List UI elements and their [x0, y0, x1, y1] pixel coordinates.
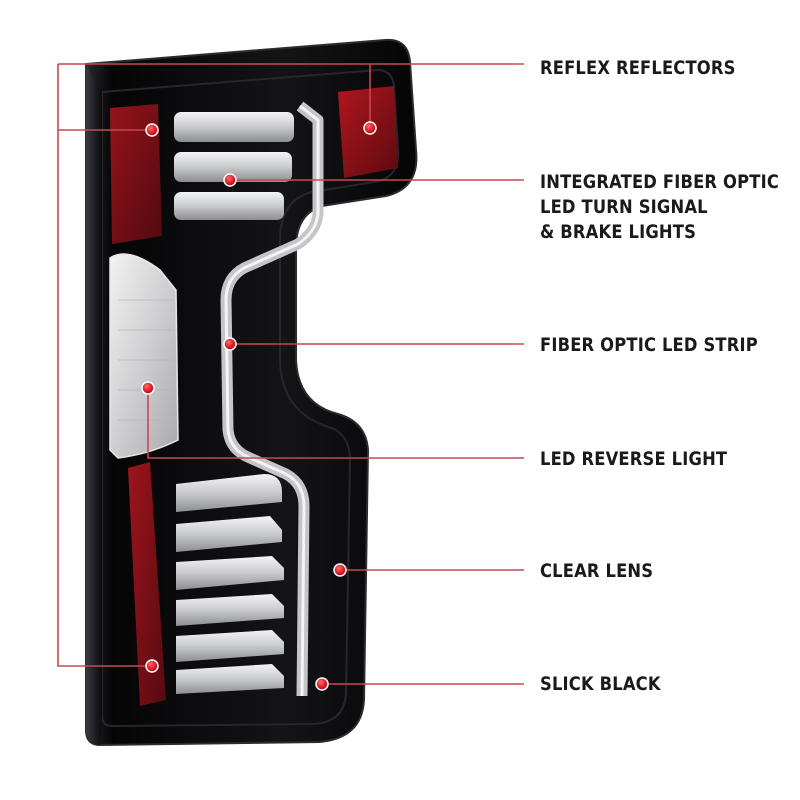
housing-bevel — [101, 68, 400, 728]
lower-led-bar — [176, 630, 284, 662]
label-reverse-light: LED REVERSE LIGHT — [540, 448, 728, 470]
lower-led-bar — [176, 556, 284, 590]
fiber-optic-strip-highlight — [224, 104, 320, 697]
upper-led-bar — [174, 112, 294, 142]
upper-led-bar — [174, 152, 292, 182]
marker-dot — [145, 123, 159, 137]
reverse-light-texture — [118, 299, 174, 421]
marker-dot — [315, 677, 329, 691]
lower-led-bar — [176, 474, 282, 512]
leader-reflex-bracket — [57, 64, 150, 667]
lower-led-bar — [176, 664, 284, 694]
leader-reverse — [147, 388, 524, 459]
marker-dots — [141, 121, 377, 691]
label-clear-lens: CLEAR LENS — [540, 560, 654, 582]
reverse-light-lens — [109, 253, 179, 459]
marker-dot — [145, 659, 159, 673]
marker-dot — [223, 337, 237, 351]
label-fiber-strip: FIBER OPTIC LED STRIP — [540, 334, 758, 356]
marker-dot — [363, 121, 377, 135]
lower-led-bars — [176, 474, 284, 694]
marker-dot — [141, 381, 155, 395]
lower-led-bar — [176, 516, 282, 552]
label-reflex-reflectors: REFLEX REFLECTORS — [540, 57, 736, 79]
label-slick-black: SLICK BLACK — [540, 673, 661, 695]
leader-lines — [57, 63, 524, 685]
reflector-upper-left — [110, 104, 162, 244]
upper-led-bar — [174, 192, 284, 220]
reflector-lower-left — [128, 462, 166, 706]
label-turn-signal: INTEGRATED FIBER OPTIC LED TURN SIGNAL &… — [540, 171, 779, 243]
upper-led-bars — [174, 112, 294, 220]
marker-dot — [333, 563, 347, 577]
housing-left-edge — [86, 64, 102, 745]
marker-dot — [223, 173, 237, 187]
lower-led-bar — [176, 594, 284, 626]
